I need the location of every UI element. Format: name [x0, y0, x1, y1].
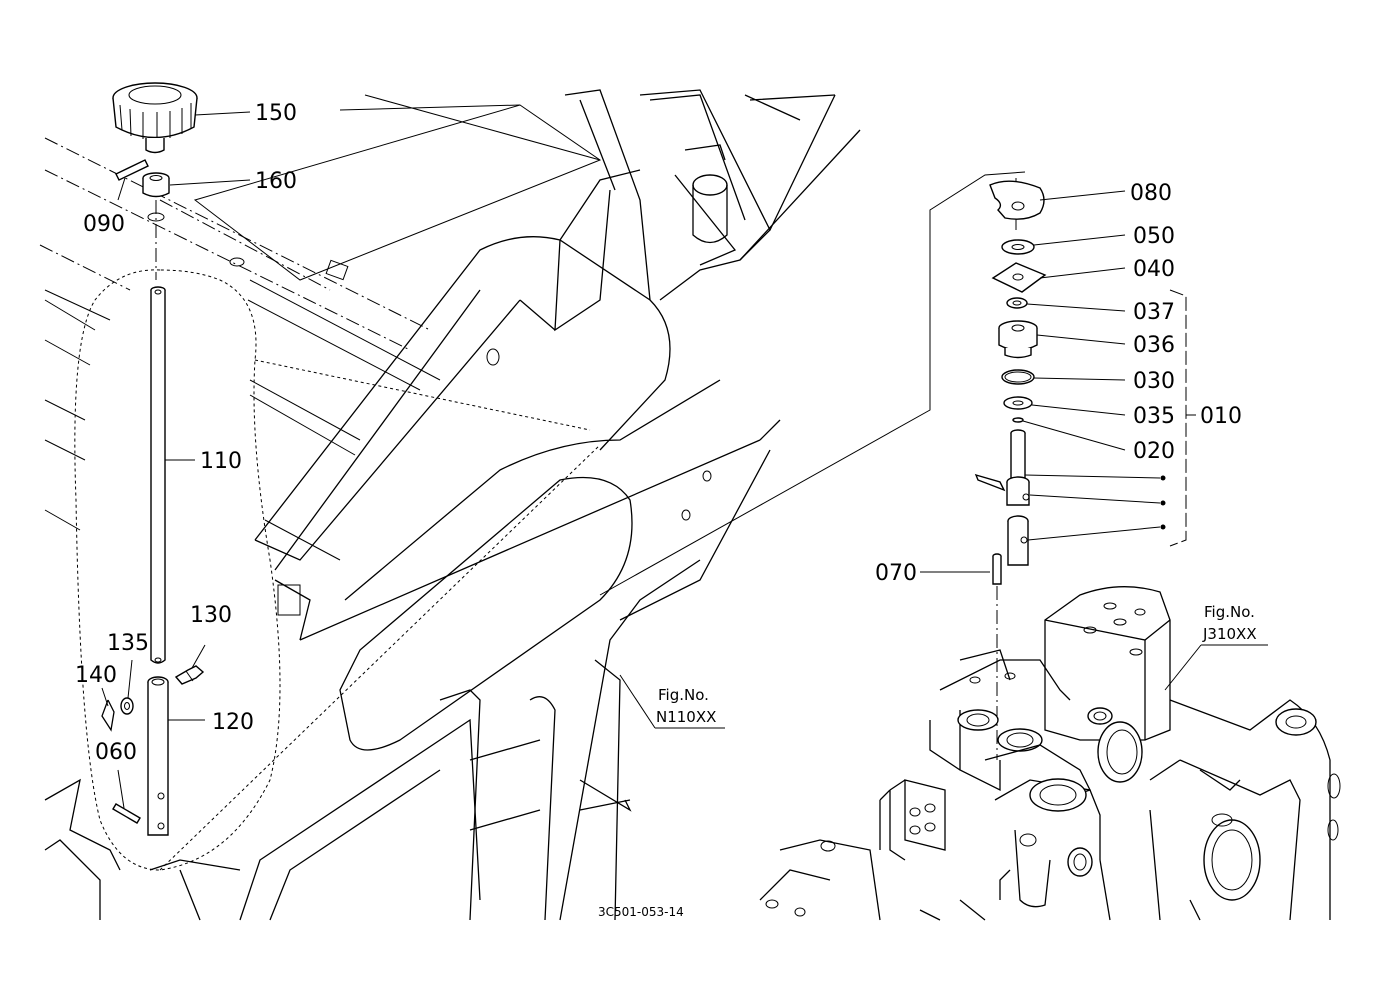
- drawing-code: 3C501-053-14: [598, 905, 684, 919]
- bushing-036: [998, 320, 1038, 359]
- callout-050: 050: [1133, 224, 1175, 249]
- callout-120: 120: [212, 710, 254, 735]
- callout-130: 130: [190, 603, 232, 628]
- pin-060: [112, 803, 141, 824]
- callout-080: 080: [1130, 181, 1172, 206]
- cam-080: [989, 180, 1045, 220]
- shaft-assembly: [974, 429, 1030, 566]
- callout-070: 070: [875, 561, 917, 586]
- washer-035: [1003, 396, 1033, 410]
- callout-135: 135: [107, 631, 149, 656]
- knob-part: [112, 82, 198, 154]
- pin-070: [992, 553, 1002, 585]
- figure-ref-j310[interactable]: Fig.No. J310XX: [1202, 603, 1257, 643]
- callout-020: 020: [1133, 439, 1175, 464]
- figure-ref-title: Fig.No.: [1204, 603, 1255, 621]
- washer-050: [1001, 239, 1035, 255]
- rod-110: [150, 286, 166, 664]
- callout-160: 160: [255, 169, 297, 194]
- callout-010: 010: [1200, 404, 1242, 429]
- rod-120: [147, 676, 169, 836]
- figure-ref-title: Fig.No.: [658, 686, 709, 704]
- bolt-130: [174, 665, 205, 685]
- ring-020: [1012, 417, 1024, 423]
- washer-135: [120, 697, 134, 715]
- figure-ref-code[interactable]: N110XX: [656, 708, 716, 726]
- washer-160: [142, 172, 170, 222]
- callout-110: 110: [200, 449, 242, 474]
- callout-140: 140: [75, 663, 117, 688]
- ring-037: [1006, 297, 1028, 309]
- zoom-balloon: [74, 269, 281, 871]
- frame-structure: [39, 89, 861, 921]
- callout-037: 037: [1133, 300, 1175, 325]
- clip-140: [101, 699, 115, 732]
- figure-ref-n110[interactable]: Fig.No. N110XX: [656, 686, 716, 726]
- figure-ref-code[interactable]: J310XX: [1202, 625, 1257, 643]
- spring-pin-090: [115, 159, 149, 181]
- plate-040: [991, 262, 1047, 293]
- o-ring-030: [1001, 369, 1035, 385]
- callout-090: 090: [83, 212, 125, 237]
- callout-060: 060: [95, 740, 137, 765]
- callout-030: 030: [1133, 369, 1175, 394]
- leader-lines: [101, 111, 1268, 809]
- callout-035: 035: [1133, 404, 1175, 429]
- valve-body: [759, 586, 1341, 921]
- callout-labels: 150 160 090 110 130 135 140 120 060 080 …: [75, 101, 1242, 765]
- callout-040: 040: [1133, 257, 1175, 282]
- callout-150: 150: [255, 101, 297, 126]
- callout-036: 036: [1133, 333, 1175, 358]
